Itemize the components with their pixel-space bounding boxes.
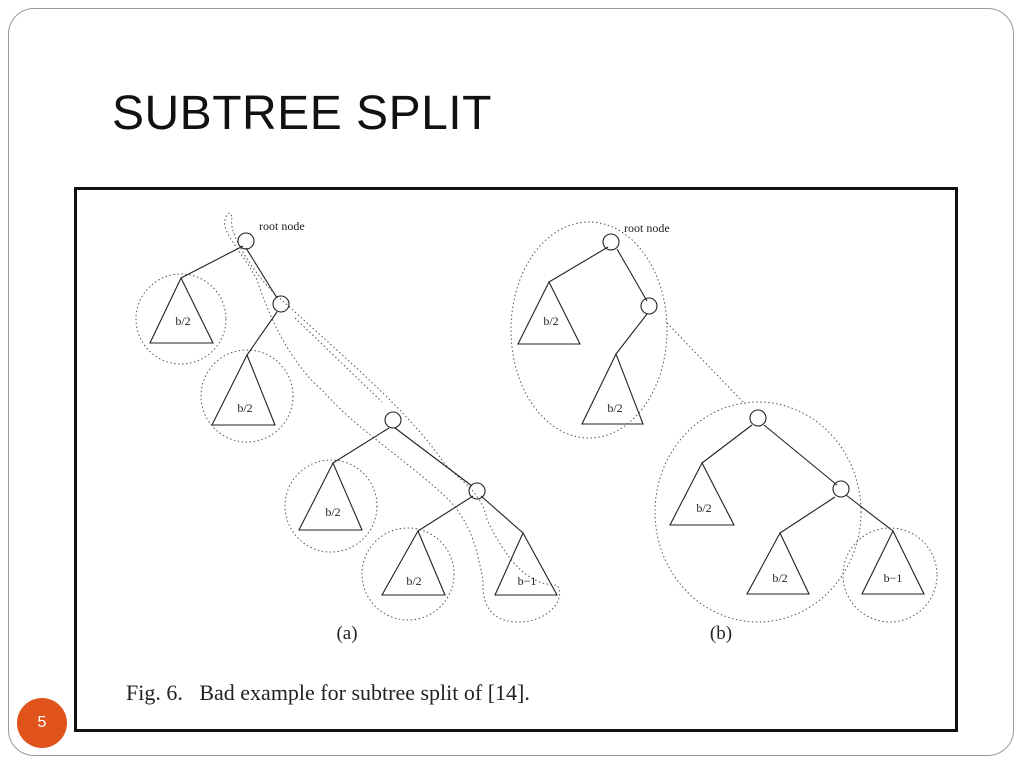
edge-a [394,427,473,487]
edge-a [180,245,244,279]
subtree-label: b/2 [772,571,787,585]
edge-b [548,246,609,283]
subtree-label: b/2 [696,501,711,515]
edge-b [701,424,753,464]
edge-b [615,313,648,355]
subfig-label-a: (a) [336,623,357,644]
subtree-triangle [211,353,276,426]
edge-b [845,494,894,532]
group-a-2 [200,349,294,443]
edge-a [246,311,278,356]
group-b-1 [510,221,668,439]
root-node-label-b: root node [624,221,670,235]
figure-caption: Fig. 6. Bad example for subtree split of… [126,680,530,705]
subtree-triangle [298,461,363,531]
edge-a [480,495,524,534]
node-b [832,480,850,498]
subfig-a [135,212,560,623]
slide-number-badge: 5 [17,698,67,748]
dots-a [294,317,383,403]
group-a-path [224,212,560,623]
subtree-label: b/2 [607,401,622,415]
dots-b [666,322,746,405]
edge-a [332,427,390,464]
edge-a [417,495,474,532]
subtree-label: b/2 [237,401,252,415]
edge-b [763,424,838,486]
group-a-4 [361,527,455,621]
group-a-1 [135,273,227,365]
figure: root node root node b/2 b/2 b/2 b/2 b−1 … [74,187,958,732]
subtree-label: b/2 [175,314,190,328]
subtree-triangle [149,276,214,344]
subtree-triangle [517,280,581,345]
edge-b [616,248,648,302]
subtree-triangle [494,531,558,596]
group-a-3 [284,459,378,553]
slide-title: SUBTREE SPLIT [112,87,492,140]
node-a [468,482,486,500]
subtree-label: b/2 [325,505,340,519]
group-b-2 [654,401,862,623]
subtree-label: b/2 [406,574,421,588]
node-a-root [237,232,255,250]
tree-diagram: root node root node b/2 b/2 b/2 b/2 b−1 … [126,212,938,705]
node-b [749,409,767,427]
root-node-label-a: root node [259,219,305,233]
subtree-triangle [861,529,925,595]
group-b-3 [842,527,938,623]
subtree-triangle [669,461,735,526]
edge-b [779,496,836,534]
subtree-label: b−1 [518,574,537,588]
node-b-root [602,233,620,251]
node-a [384,411,402,429]
subtree-label: b/2 [543,314,558,328]
subtree-triangle [381,529,446,596]
node-a [272,295,290,313]
node-b [640,297,658,315]
subfig-b [510,221,938,623]
subtree-label: b−1 [884,571,903,585]
subfig-label-b: (b) [710,623,732,644]
subtree-triangle [581,352,644,425]
edge-a [245,247,278,299]
subtree-triangle [746,531,810,595]
